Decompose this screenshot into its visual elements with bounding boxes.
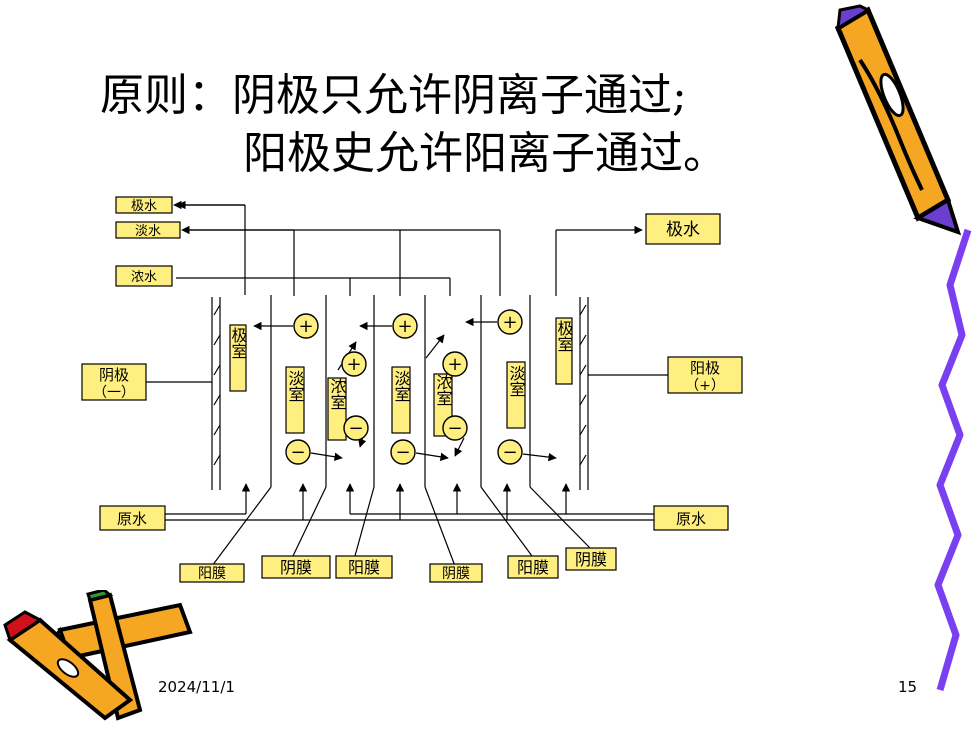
- footer-date: 2024/11/1: [158, 678, 235, 696]
- membrane-label-3: 阳膜: [348, 558, 380, 577]
- anion-5: −: [502, 442, 517, 463]
- title-line-2: 阳极史允许阳离子通过。: [243, 128, 727, 179]
- membrane-label-4: 阴膜: [442, 566, 470, 582]
- cation-3: +: [502, 312, 517, 333]
- raw-water-right: 原水: [676, 510, 706, 528]
- anode-label: 阳极: [690, 359, 720, 377]
- outlet-electrode-water-right: 极水: [666, 220, 700, 240]
- chamber-electrode-right: 极室: [555, 320, 574, 352]
- outlet-electrode-water-left: 极水: [131, 199, 157, 214]
- anode-sign: （+）: [685, 378, 725, 394]
- membrane-label-5: 阳膜: [517, 558, 549, 577]
- pencils-bottom-left-icon: [3, 590, 193, 721]
- outlet-fresh-water: 淡水: [135, 224, 161, 239]
- cation-1: +: [298, 316, 313, 337]
- chamber-fresh-2: 淡室: [392, 370, 411, 402]
- membrane-label-1: 阳膜: [198, 566, 226, 582]
- chamber-fresh-3: 淡室: [507, 365, 526, 397]
- outlet-concentrated-water: 浓水: [131, 270, 157, 285]
- page-number: 15: [898, 678, 918, 696]
- anion-1: −: [348, 418, 363, 439]
- membrane-label-6: 阴膜: [575, 550, 607, 569]
- anion-3: −: [290, 442, 305, 463]
- anion-4: −: [395, 442, 410, 463]
- pencil-top-right-icon: [834, 4, 962, 236]
- anion-2: −: [447, 418, 462, 439]
- cation-5: +: [447, 354, 462, 375]
- chamber-fresh-1: 淡室: [286, 370, 305, 402]
- chamber-concentrated-2: 浓室: [434, 374, 453, 406]
- cathode-label: 阴极: [99, 366, 129, 384]
- cation-4: +: [346, 354, 361, 375]
- raw-water-left: 原水: [117, 510, 147, 528]
- decorative-squiggle-icon: [934, 228, 972, 691]
- cathode-sign: （一）: [93, 385, 135, 401]
- membrane-label-2: 阴膜: [280, 558, 312, 577]
- title-line-1: 原则：阴极只允许阴离子通过;: [100, 70, 687, 121]
- cation-2: +: [397, 316, 412, 337]
- chamber-electrode-left: 极室: [229, 327, 248, 359]
- chamber-concentrated-1: 浓室: [328, 378, 347, 410]
